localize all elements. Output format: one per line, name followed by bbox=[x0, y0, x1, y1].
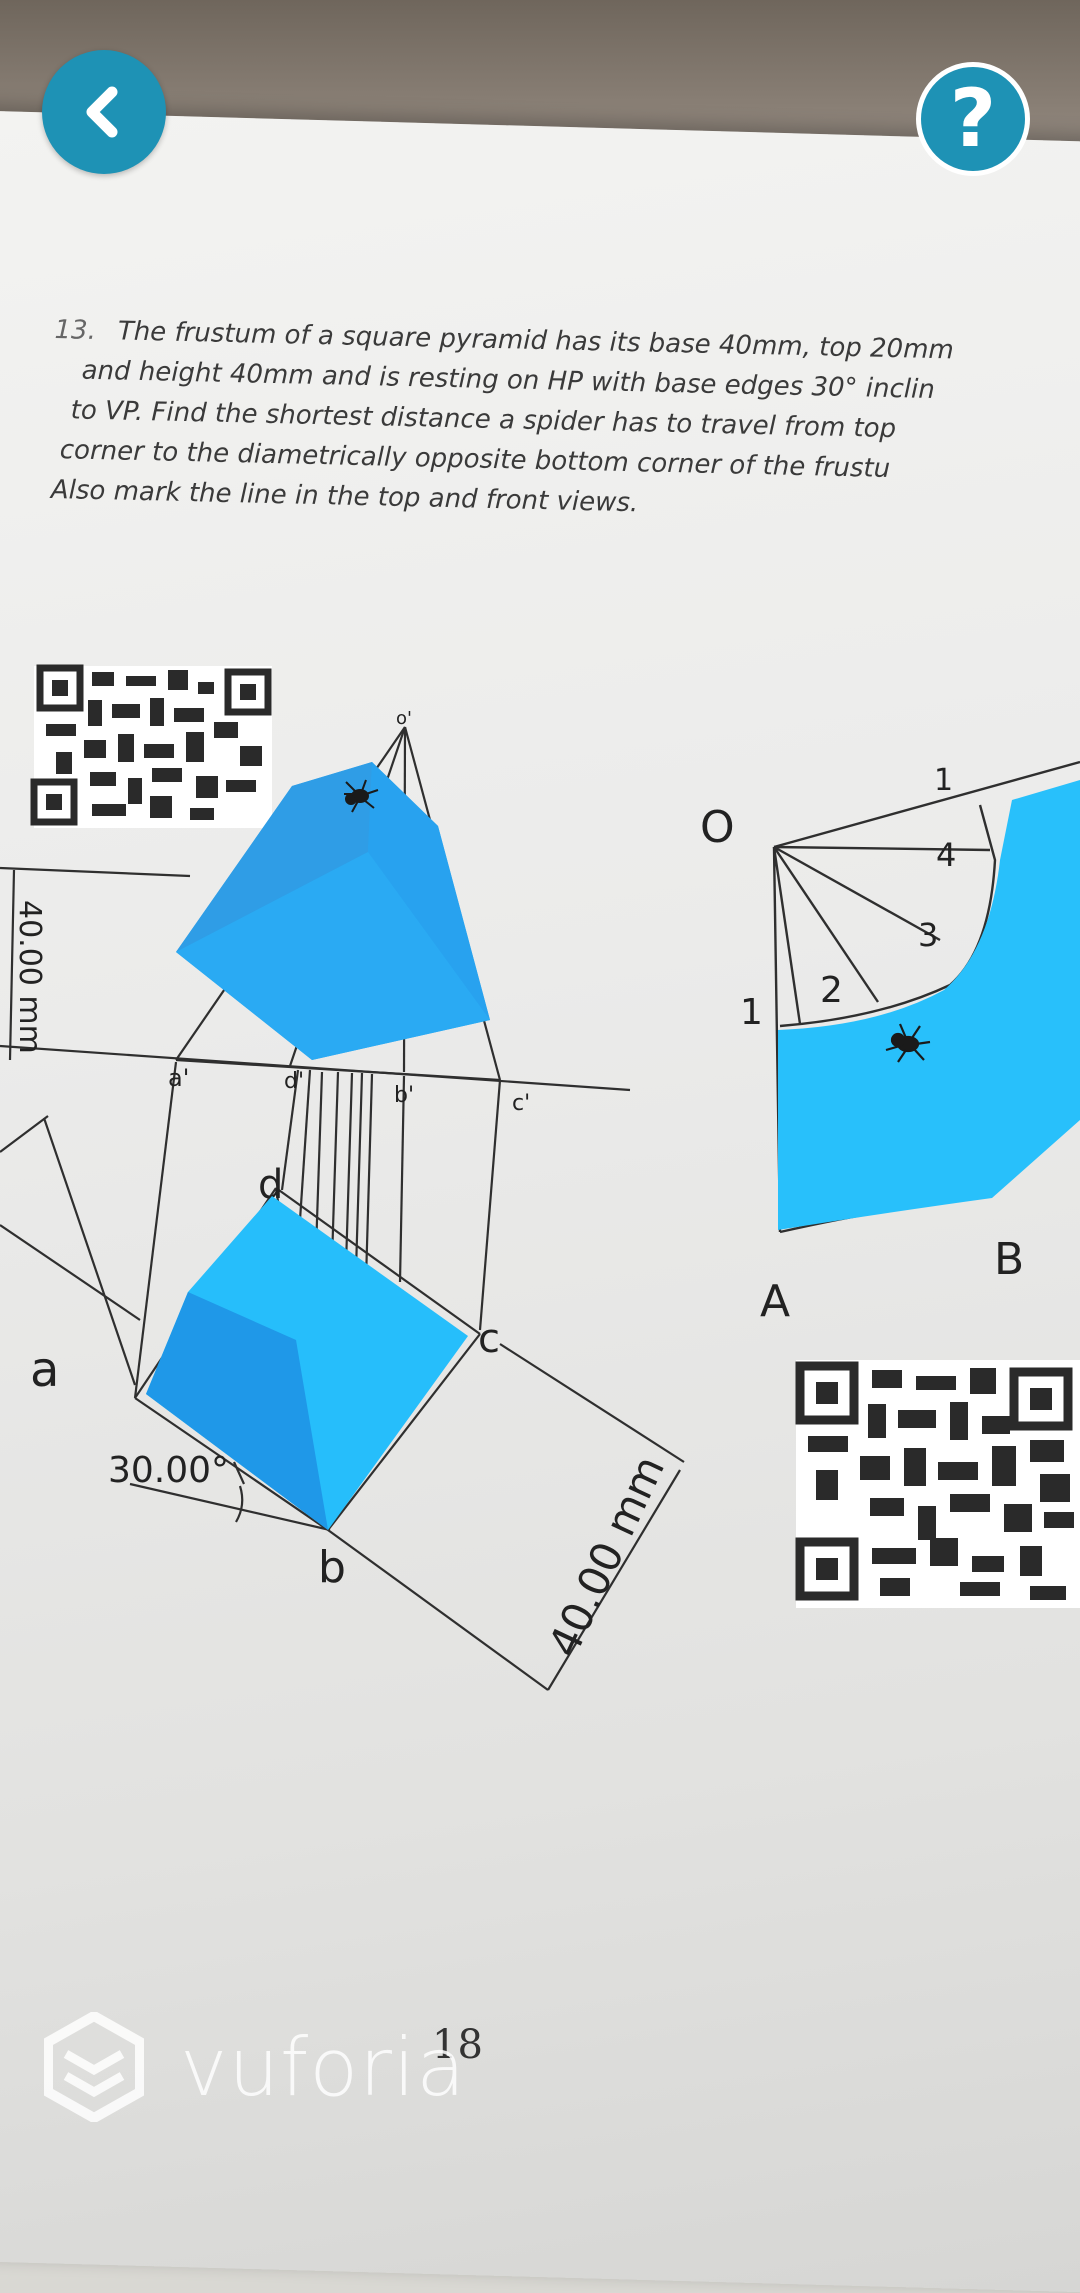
label-apex-front: o' bbox=[396, 708, 412, 729]
qr-marker-bottom bbox=[795, 1360, 1080, 1608]
label-a-side: a bbox=[30, 1342, 59, 1398]
label-base-dimension: 40.00 mm bbox=[539, 1448, 674, 1664]
vuforia-wordmark: vuforia bbox=[180, 2020, 467, 2114]
label-b-top: b bbox=[318, 1542, 346, 1593]
vuforia-watermark: vuforia bbox=[44, 2012, 466, 2122]
question-mark-icon: ? bbox=[949, 72, 997, 165]
label-b-front: b' bbox=[394, 1083, 414, 1108]
ar-development-surface bbox=[778, 780, 1080, 1230]
page-number: 18 bbox=[432, 2022, 483, 2068]
label-1-development: 1 bbox=[740, 992, 763, 1033]
qr-marker-top bbox=[30, 664, 272, 828]
label-3-development: 3 bbox=[918, 916, 938, 954]
ar-frustum-top bbox=[146, 1196, 468, 1530]
back-button[interactable] bbox=[42, 50, 166, 174]
label-2-development: 2 bbox=[820, 970, 843, 1011]
spider-icon bbox=[344, 779, 379, 813]
label-b-development: B bbox=[994, 1234, 1024, 1285]
spider-icon bbox=[885, 1023, 931, 1063]
ar-frustum-front bbox=[176, 762, 490, 1060]
label-angle-dimension: 30.00° bbox=[108, 1450, 229, 1491]
label-c-front: c' bbox=[512, 1091, 530, 1116]
label-height-dimension: 40.00 mm bbox=[12, 900, 47, 1054]
label-1-top-development: 1 bbox=[934, 763, 953, 798]
label-4-development: 4 bbox=[936, 836, 956, 874]
vuforia-logo-icon bbox=[44, 2012, 144, 2122]
ar-scene: o' a' d' b' c' d c b a 30.00° 40.00 mm 4… bbox=[0, 664, 1080, 1691]
label-d-front: d' bbox=[284, 1069, 304, 1094]
help-button[interactable]: ? bbox=[916, 62, 1030, 176]
label-a-development: A bbox=[760, 1276, 790, 1327]
label-c-top: c bbox=[478, 1316, 500, 1362]
label-o-development: O bbox=[700, 802, 735, 853]
chevron-left-icon bbox=[86, 86, 118, 138]
label-a-front: a' bbox=[168, 1064, 189, 1092]
